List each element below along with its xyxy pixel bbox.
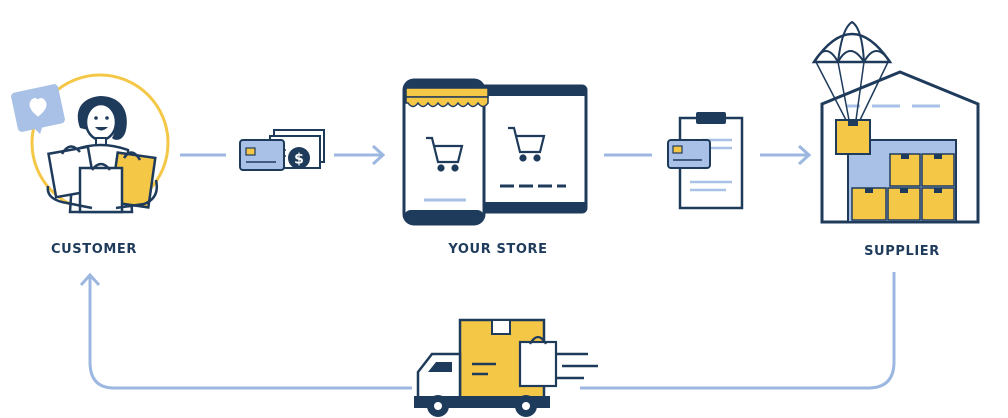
supplier-label: SUPPLIER <box>864 244 940 259</box>
clipboard-icon <box>667 112 744 210</box>
store-illustration <box>402 78 588 226</box>
store-label: YOUR STORE <box>448 242 548 257</box>
customer-label: CUSTOMER <box>50 242 137 257</box>
cash-and-card-icon: $ <box>239 129 325 171</box>
return-flow-line <box>580 272 896 390</box>
parachute-icon <box>811 20 893 155</box>
return-flow-line <box>88 276 412 390</box>
customer-illustration <box>11 73 170 214</box>
delivery-truck-icon <box>414 318 598 417</box>
heart-icon <box>11 84 65 134</box>
shopping-cart-icon <box>426 136 464 172</box>
shopping-cart-icon <box>508 126 546 162</box>
warehouse-icon <box>820 70 980 224</box>
svg-text:$: $ <box>294 152 304 168</box>
